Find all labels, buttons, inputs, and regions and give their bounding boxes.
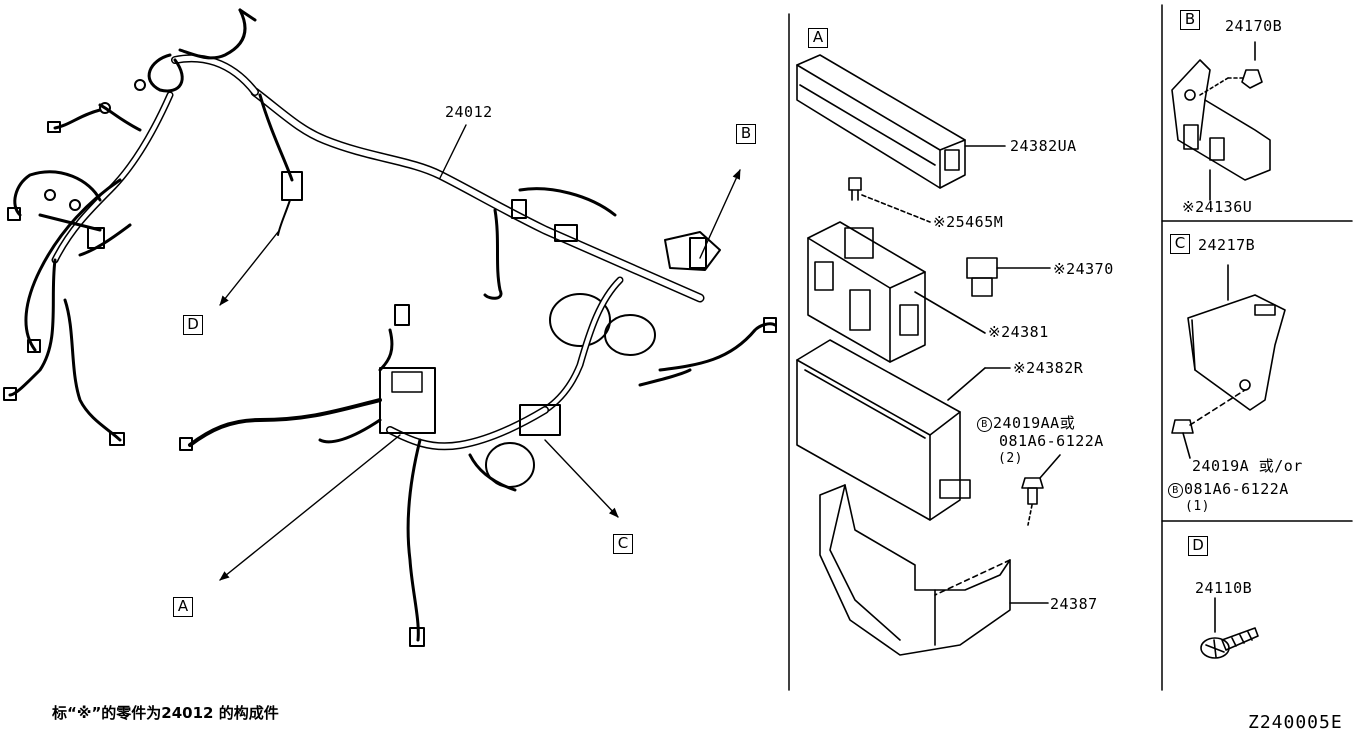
part-label-bolt-d: 24110B: [1195, 579, 1253, 597]
part-label-bracket-b: ※24136U: [1182, 198, 1253, 216]
part-label-relay: ※24370: [1053, 260, 1114, 278]
part-label-bolt-a-alt: 081A6-6122A: [999, 432, 1104, 450]
panel-dividers: [788, 4, 1353, 691]
circle-b-marker: B: [977, 417, 992, 432]
callout-c: C: [613, 534, 633, 554]
part-label-24012: 24012: [445, 103, 493, 121]
circle-b-marker: B: [1168, 483, 1183, 498]
callout-arrows: [219, 124, 741, 581]
part-label-fuse: ※25465M: [933, 213, 1004, 231]
panel-a-header: A: [808, 28, 828, 48]
part-label-bracket-c: 24217B: [1198, 236, 1256, 254]
callout-a: A: [173, 597, 193, 617]
diagram-code: Z240005E: [1248, 712, 1343, 733]
callout-b: B: [736, 124, 756, 144]
part-label-bracket-a: 24387: [1050, 595, 1098, 613]
part-label-fuse-block: ※24381: [988, 323, 1049, 341]
part-label-lower-case: ※24382R: [1013, 359, 1084, 377]
panel-a-drawing: [796, 54, 1061, 656]
panel-b-header: B: [1180, 10, 1200, 30]
footnote: 标“※”的零件为24012 的构成件: [52, 704, 279, 722]
main-harness-drawing: [3, 8, 777, 647]
panel-d-drawing: [1200, 597, 1259, 659]
bolt-a-line1: 24019AA或: [993, 414, 1076, 432]
panel-c-header: C: [1170, 234, 1190, 254]
part-label-bolt-c: 24019A 或/or: [1192, 457, 1303, 475]
panel-c-drawing: [1171, 264, 1286, 459]
part-label-cover-top: 24382UA: [1010, 137, 1077, 155]
panel-d-header: D: [1188, 536, 1208, 556]
part-label-bolt-a-qty: (2): [998, 451, 1023, 466]
callout-d: D: [183, 315, 203, 335]
bolt-c-line2: 081A6-6122A: [1184, 480, 1289, 498]
part-label-bolt-c-qty: (1): [1185, 499, 1210, 514]
part-label-nut: 24170B: [1225, 17, 1283, 35]
panel-b-drawing: [1171, 41, 1271, 201]
